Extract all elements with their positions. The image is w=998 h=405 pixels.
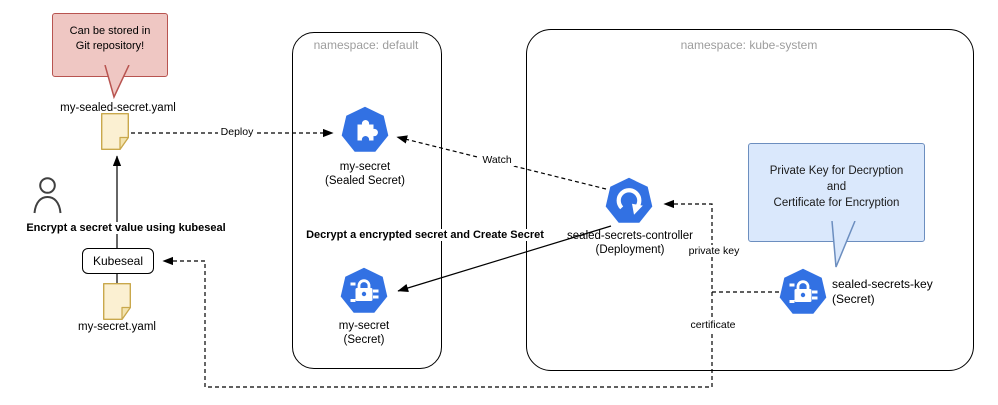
person-icon <box>33 177 62 214</box>
decrypt-caption: Decrypt a encrypted secret and Create Se… <box>294 229 556 241</box>
namespace-default-label: namespace: default <box>313 38 419 52</box>
sealed-secret-resource-icon <box>341 106 389 154</box>
secret-resource-label: my-secret (Secret) <box>294 319 434 347</box>
git-callout-line1: Can be stored in <box>69 25 151 37</box>
sealed-secret-kind: (Sealed Secret) <box>325 175 405 187</box>
edge-certificate <box>162 256 713 388</box>
sealed-secret-name: my-secret <box>339 161 391 173</box>
namespace-default-box <box>292 32 442 369</box>
git-callout-line2: Git repository! <box>75 40 145 52</box>
key-secret-label: sealed-secrets-key (Secret) <box>832 277 962 307</box>
kubeseal-box: Kubeseal <box>82 248 154 274</box>
key-secret-icon <box>779 268 827 316</box>
edge-decrypt <box>397 225 612 293</box>
key-secret-kind: (Secret) <box>832 292 875 306</box>
key-info-line2: and <box>826 181 847 193</box>
controller-name: sealed-secrets-controller <box>567 230 693 242</box>
controller-kind: (Deployment) <box>595 244 665 256</box>
watch-edge-label: Watch <box>472 154 522 166</box>
key-info-line3: Certificate for Encryption <box>773 197 900 209</box>
encrypt-caption: Encrypt a secret value using kubeseal <box>16 222 236 234</box>
secret-file-icon <box>103 283 131 320</box>
kubeseal-label: Kubeseal <box>92 254 144 268</box>
secret-kind: (Secret) <box>343 334 385 346</box>
key-secret-name: sealed-secrets-key <box>832 277 933 291</box>
sealed-secret-file-label: my-sealed-secret.yaml <box>60 102 176 114</box>
git-callout-tail <box>104 64 130 99</box>
private-key-edge-label: private key <box>680 245 748 257</box>
namespace-kube-system-box <box>526 29 974 371</box>
secret-resource-icon <box>340 267 388 315</box>
secret-file-label: my-secret.yaml <box>78 321 156 333</box>
secret-name: my-secret <box>338 320 390 332</box>
controller-label: sealed-secrets-controller (Deployment) <box>545 229 715 257</box>
deploy-edge-label: Deploy <box>205 126 269 138</box>
edge-private-key <box>663 199 779 293</box>
namespace-kube-system-label: namespace: kube-system <box>680 38 818 52</box>
controller-icon <box>605 177 653 225</box>
sealed-secret-file-icon <box>101 113 129 150</box>
certificate-edge-label: certificate <box>680 319 746 331</box>
sealed-secret-resource-label: my-secret (Sealed Secret) <box>295 160 435 188</box>
key-info-line1: Private Key for Decryption <box>769 165 904 177</box>
key-info-callout-tail <box>831 220 856 267</box>
